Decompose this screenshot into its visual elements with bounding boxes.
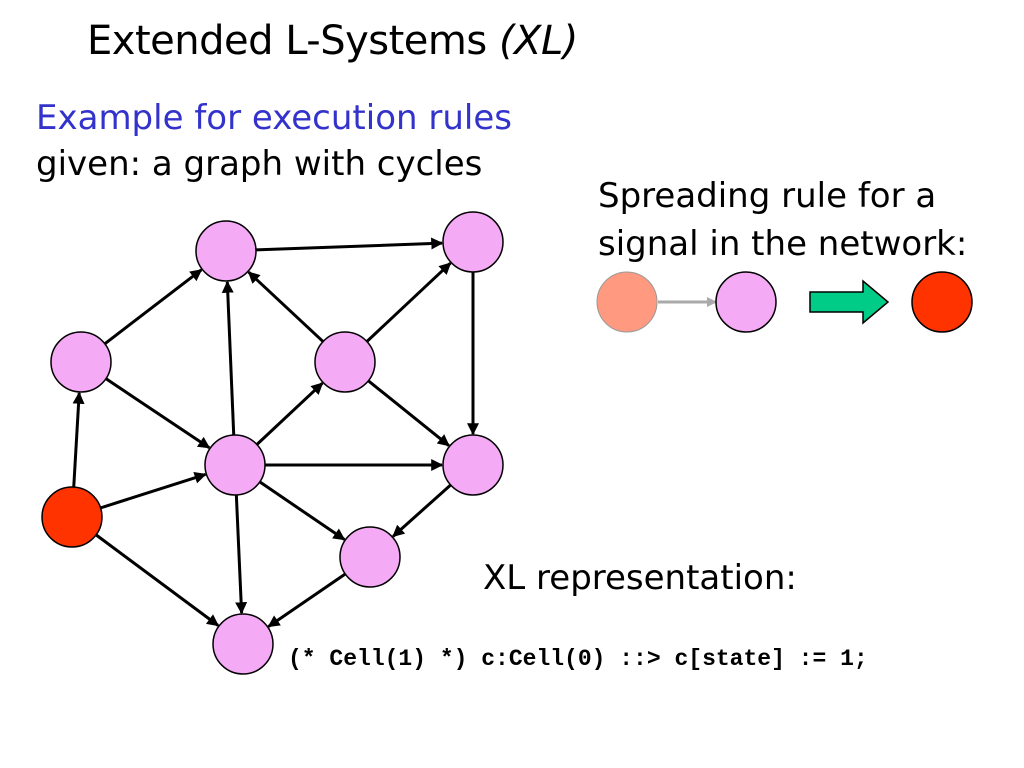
spreading-rule-line-1: Spreading rule for a xyxy=(598,176,937,216)
rule-result-cell xyxy=(911,271,973,333)
graph-edge-n_center-to-n_top_left xyxy=(221,280,236,436)
graph-node-n_top_right xyxy=(442,211,504,273)
graph-edges xyxy=(72,237,479,628)
graph-edge-n_right-to-n_lower xyxy=(392,483,452,538)
graph-node-n_mid_upper xyxy=(314,331,376,393)
graph-node-n_bottom xyxy=(212,613,274,675)
graph-node-n_lower xyxy=(339,526,401,588)
rule-transform-arrow xyxy=(809,279,890,325)
slide-title: Extended L-Systems (XL) xyxy=(87,18,578,64)
graph-node-n_center xyxy=(204,434,266,496)
slide-subtitle: Example for execution rules xyxy=(36,98,512,138)
graph-edge-n_center-to-n_mid_upper xyxy=(255,382,324,446)
graph-edge-n_center-to-n_bottom xyxy=(234,494,248,615)
graph-edge-n_source-to-n_center xyxy=(100,471,207,510)
graph-node-n_top_left xyxy=(195,220,257,282)
title-italic: (XL) xyxy=(498,18,578,64)
graph-edge-n_source-to-n_bottom xyxy=(95,533,220,627)
graph-node-n_left xyxy=(50,331,112,393)
graph-edge-n_lower-to-n_bottom xyxy=(267,572,347,628)
graph-node-n_right xyxy=(442,434,504,496)
graph-edge-n_left-to-n_top_left xyxy=(103,268,203,345)
graph-edge-n_mid_upper-to-n_right xyxy=(367,379,450,447)
graph-nodes xyxy=(41,211,504,675)
rule-source-cell xyxy=(596,271,658,333)
given-text: given: a graph with cycles xyxy=(36,144,483,184)
xl-code: (* Cell(1) *) c:Cell(0) ::> c[state] := … xyxy=(288,646,868,672)
graph-edge-n_mid_upper-to-n_top_left xyxy=(247,271,325,343)
rule-target-cell xyxy=(715,271,777,333)
spreading-rule-line-2: signal in the network: xyxy=(598,224,968,264)
rule-illustration xyxy=(596,271,973,333)
graph-edge-n_mid_upper-to-n_top_right xyxy=(365,262,452,343)
graph-edge-n_left-to-n_center xyxy=(105,377,211,450)
graph-edge-n_center-to-n_lower xyxy=(258,480,346,541)
title-text: Extended L-Systems xyxy=(87,18,487,64)
graph-edge-n_source-to-n_left xyxy=(72,391,85,488)
xl-representation-label: XL representation: xyxy=(483,558,797,598)
graph-edge-n_top_left-to-n_top_right xyxy=(255,237,444,252)
spreading-rule-text: Spreading rule for a signal in the netwo… xyxy=(598,172,967,268)
graph-node-n_source xyxy=(41,486,103,548)
